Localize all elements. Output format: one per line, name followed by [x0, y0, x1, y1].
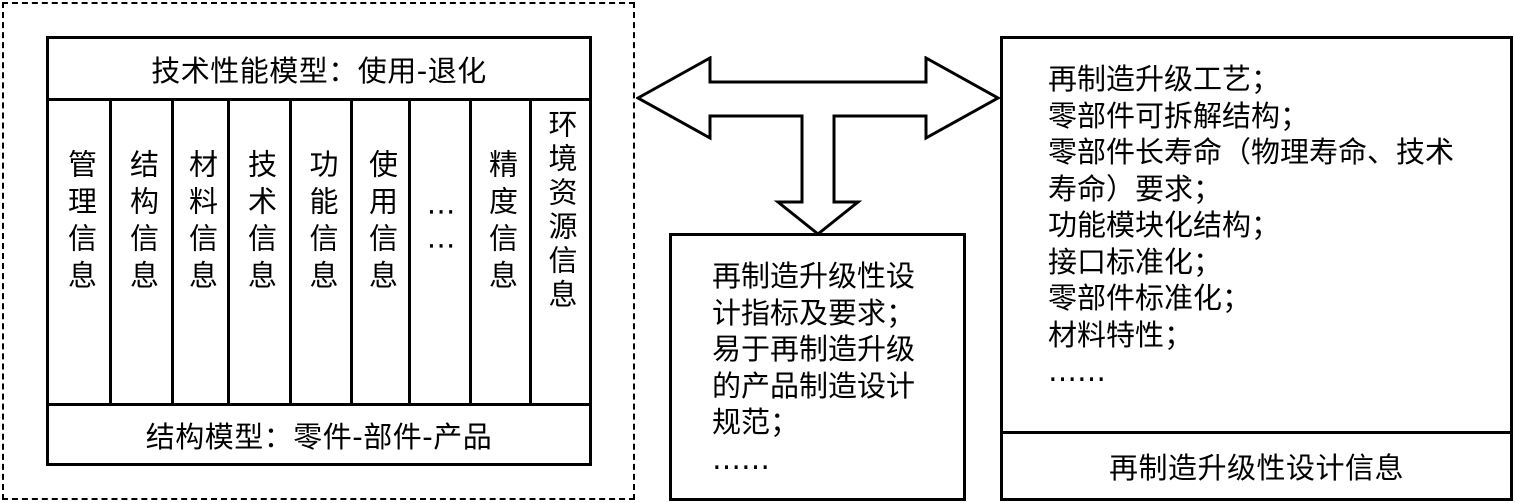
list-item: 计指标及要求； [712, 295, 916, 330]
bottom-divider [49, 403, 589, 406]
performance-model-title: 技术性能模型：使用-退化 [151, 53, 487, 88]
footer-divider [1003, 431, 1510, 434]
column-function-info: 功能信息 [292, 149, 351, 389]
column-label: 环境资源信息 [544, 109, 578, 313]
list-item: 规范； [712, 405, 800, 439]
column-ellipsis: ⋯⋯ [411, 194, 470, 294]
design-info-footer: 再制造升级性设计信息 [1108, 451, 1404, 485]
list-item: 零部件标准化； [1048, 281, 1252, 315]
list-item: 易于再制造升级 [712, 332, 916, 366]
list-item: 材料特性； [1048, 317, 1194, 352]
top-divider [49, 98, 589, 101]
column-separator [350, 101, 353, 403]
design-index-list: 再制造升级性设 计指标及要求； 易于再制造升级 的产品制造设计 规范； …… [712, 258, 915, 477]
column-separator [529, 101, 532, 403]
information-model-box: 技术性能模型：使用-退化 结构模型：零件-部件-产品 管理信息 结构信息 材料信… [46, 36, 592, 466]
column-structure-info: 结构信息 [112, 149, 172, 389]
column-label: 精度信息 [484, 149, 519, 297]
list-item: 再制造升级性设 [712, 259, 916, 293]
structure-model-title: 结构模型：零件-部件-产品 [145, 419, 493, 454]
left-dashed-frame [2, 2, 635, 500]
list-item: 寿命）要求； [1048, 171, 1223, 206]
list-item: 再制造升级工艺； [1048, 62, 1281, 96]
list-item: …… [1048, 354, 1106, 388]
column-separator [289, 101, 292, 403]
column-label: ⋯⋯ [424, 194, 458, 262]
column-environment-resource-info: 环境资源信息 [532, 109, 589, 399]
column-management-info: 管理信息 [49, 149, 111, 389]
column-label: 结构信息 [125, 149, 160, 297]
list-item: 的产品制造设计 [712, 368, 916, 403]
column-usage-info: 使用信息 [353, 149, 409, 389]
column-label: 使用信息 [364, 149, 399, 297]
column-label: 技术信息 [243, 149, 278, 297]
column-separator [109, 101, 112, 403]
list-item: 零部件长寿命（物理寿命、技术 [1048, 135, 1455, 169]
list-item: 零部件可拆解结构； [1048, 98, 1310, 133]
column-label: 功能信息 [305, 149, 339, 297]
design-info-list: 再制造升级工艺； 零部件可拆解结构； 零部件长寿命（物理寿命、技术 寿命）要求；… [1048, 61, 1454, 390]
arrow-outline [636, 56, 1002, 236]
three-way-arrow [636, 56, 1002, 236]
column-separator [171, 101, 174, 403]
remanufacturing-design-info-box: 再制造升级工艺； 零部件可拆解结构； 零部件长寿命（物理寿命、技术 寿命）要求；… [1000, 36, 1513, 501]
column-separator [408, 101, 411, 403]
column-separator [469, 101, 472, 403]
column-material-info: 材料信息 [174, 149, 228, 389]
column-separator [227, 101, 230, 403]
column-technical-info: 技术信息 [230, 149, 290, 389]
list-item: 接口标准化； [1048, 244, 1223, 279]
list-item: 功能模块化结构； [1048, 208, 1281, 242]
design-index-box: 再制造升级性设 计指标及要求； 易于再制造升级 的产品制造设计 规范； …… [669, 233, 966, 501]
list-item: …… [712, 441, 770, 476]
column-label: 管理信息 [63, 149, 98, 297]
column-label: 材料信息 [184, 149, 219, 297]
column-precision-info: 精度信息 [472, 149, 530, 389]
